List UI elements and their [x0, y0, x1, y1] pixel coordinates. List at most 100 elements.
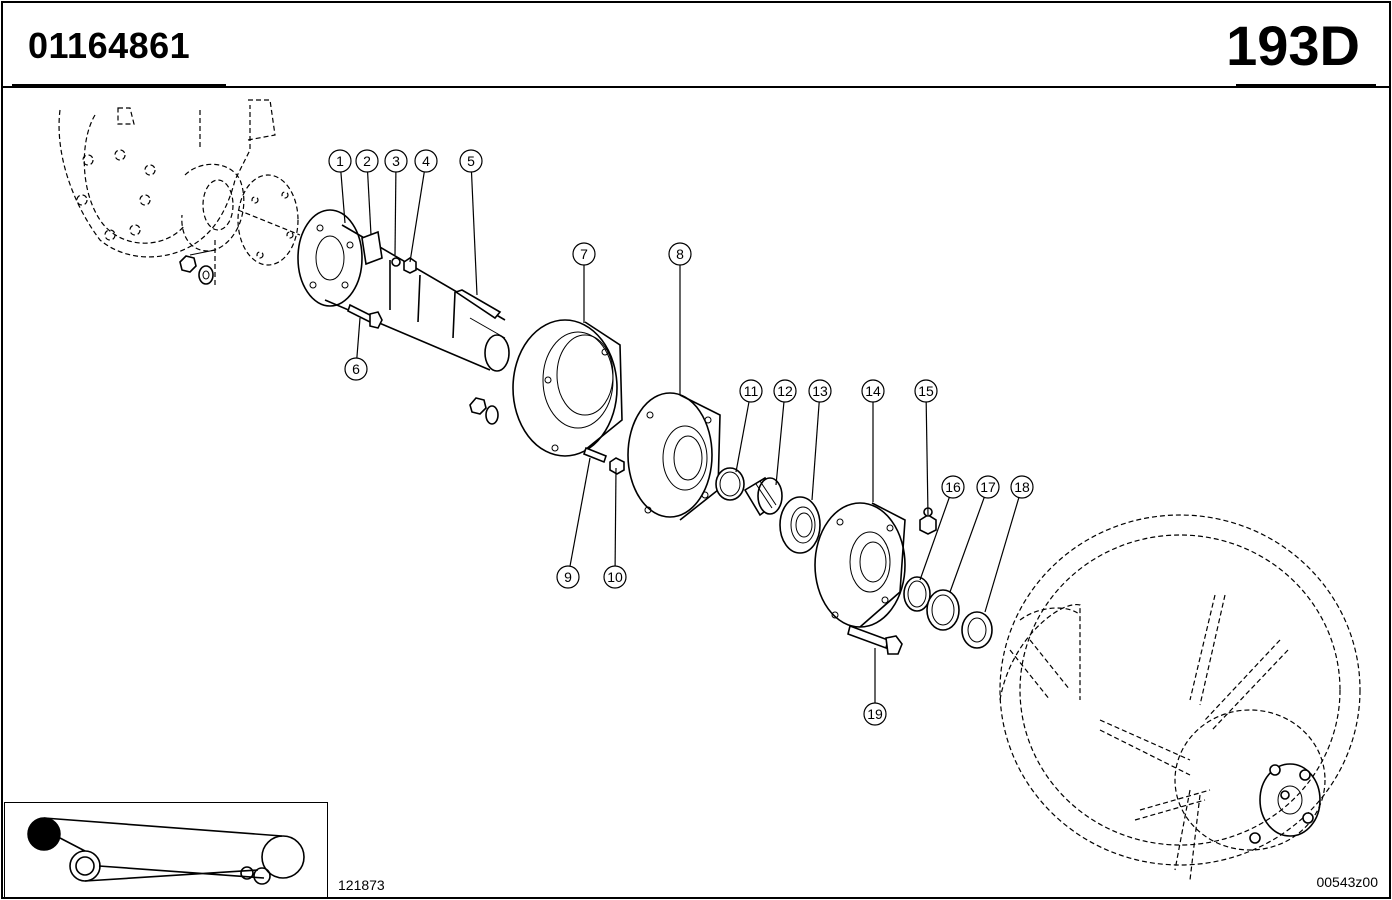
callout-label-19: 19	[867, 706, 883, 722]
ring-11	[715, 467, 745, 501]
leader-line-3	[394, 171, 397, 256]
callout-12: 12	[773, 379, 797, 486]
callout-label-3: 3	[392, 153, 400, 169]
part-number-underline	[12, 84, 226, 87]
callout-circle-16	[941, 475, 965, 499]
callout-18: 18	[984, 475, 1034, 613]
leader-line-2	[366, 171, 372, 236]
callout-label-8: 8	[676, 246, 684, 262]
leader-line-17	[949, 497, 985, 593]
callout-circle-9	[556, 565, 580, 589]
housing-ring-7	[512, 319, 623, 457]
leader-line-9	[569, 457, 591, 567]
callout-7: 7	[572, 242, 596, 323]
callout-15: 15	[914, 379, 938, 516]
sleeve-12	[743, 476, 783, 517]
callout-10: 10	[603, 467, 627, 589]
callout-16: 16	[919, 475, 965, 581]
callout-4: 4	[409, 149, 438, 263]
bearing-13	[779, 496, 821, 554]
callout-9: 9	[556, 457, 591, 589]
bolt-19	[847, 624, 903, 655]
nut-washer-7	[469, 397, 499, 425]
bearing-housing-8	[627, 392, 721, 521]
callout-14: 14	[861, 379, 885, 502]
nut-washer-left	[179, 255, 214, 285]
leader-line-16	[919, 497, 950, 581]
callout-6: 6	[344, 317, 368, 381]
location-inset-drawing	[27, 817, 305, 885]
callout-label-10: 10	[607, 569, 623, 585]
ring-16	[903, 576, 931, 612]
callout-label-4: 4	[422, 153, 430, 169]
callout-label-6: 6	[352, 361, 360, 377]
callout-label-11: 11	[744, 383, 759, 399]
leader-line-1	[340, 171, 346, 224]
leader-line-15	[925, 401, 929, 516]
callout-label-14: 14	[865, 383, 881, 399]
leader-line-6	[356, 317, 361, 359]
callout-circle-8	[668, 242, 692, 266]
callout-circle-17	[976, 475, 1000, 499]
reference-code-right: 00543z00	[1316, 874, 1378, 890]
part-number: 01164861	[28, 25, 191, 66]
callout-17: 17	[949, 475, 1000, 593]
lock-nut-18	[961, 611, 993, 649]
callout-11: 11	[735, 379, 763, 473]
callout-8: 8	[668, 242, 692, 395]
page-code-underline	[1236, 84, 1376, 87]
callout-circle-4	[414, 149, 438, 173]
callout-circle-14	[861, 379, 885, 403]
callout-2: 2	[355, 149, 379, 236]
ring-17	[926, 589, 960, 631]
leader-line-10	[614, 467, 617, 567]
page-code: 193D	[1226, 14, 1360, 77]
callout-label-12: 12	[777, 383, 793, 399]
callout-label-17: 17	[980, 479, 996, 495]
callout-circle-2	[355, 149, 379, 173]
callout-circle-18	[1010, 475, 1034, 499]
callout-circle-1	[328, 149, 352, 173]
callout-3: 3	[384, 149, 408, 256]
callout-circle-3	[384, 149, 408, 173]
callout-circle-10	[603, 565, 627, 589]
location-inset-box	[4, 802, 328, 898]
leader-line-13	[811, 401, 820, 501]
callout-label-7: 7	[580, 246, 588, 262]
callout-circle-15	[914, 379, 938, 403]
callout-circle-11	[739, 379, 763, 403]
stud-9-nut-10	[583, 446, 625, 475]
callout-label-18: 18	[1014, 479, 1030, 495]
callout-19: 19	[863, 648, 887, 726]
pulley-wheel	[999, 514, 1361, 881]
gearbox-housing	[58, 99, 301, 285]
callout-circle-12	[773, 379, 797, 403]
leader-line-12	[775, 401, 785, 486]
callout-label-1: 1	[336, 153, 344, 169]
callout-circle-6	[344, 357, 368, 381]
callout-label-16: 16	[945, 479, 961, 495]
callout-circle-13	[808, 379, 832, 403]
flange-shaft-assembly	[297, 209, 510, 372]
callout-label-9: 9	[564, 569, 572, 585]
leader-line-18	[984, 497, 1020, 613]
callout-5: 5	[459, 149, 483, 296]
callout-label-15: 15	[918, 383, 934, 399]
header-divider	[1, 86, 1391, 88]
callout-1: 1	[328, 149, 352, 224]
callout-circle-19	[863, 702, 887, 726]
leader-line-11	[735, 401, 750, 473]
callout-13: 13	[808, 379, 832, 501]
callout-circle-7	[572, 242, 596, 266]
callout-label-5: 5	[467, 153, 475, 169]
leader-line-4	[409, 171, 425, 263]
reference-code-left: 121873	[338, 877, 385, 893]
callout-label-2: 2	[363, 153, 371, 169]
leader-line-5	[470, 171, 478, 296]
bearing-cover-14	[814, 502, 906, 628]
callout-circle-5	[459, 149, 483, 173]
